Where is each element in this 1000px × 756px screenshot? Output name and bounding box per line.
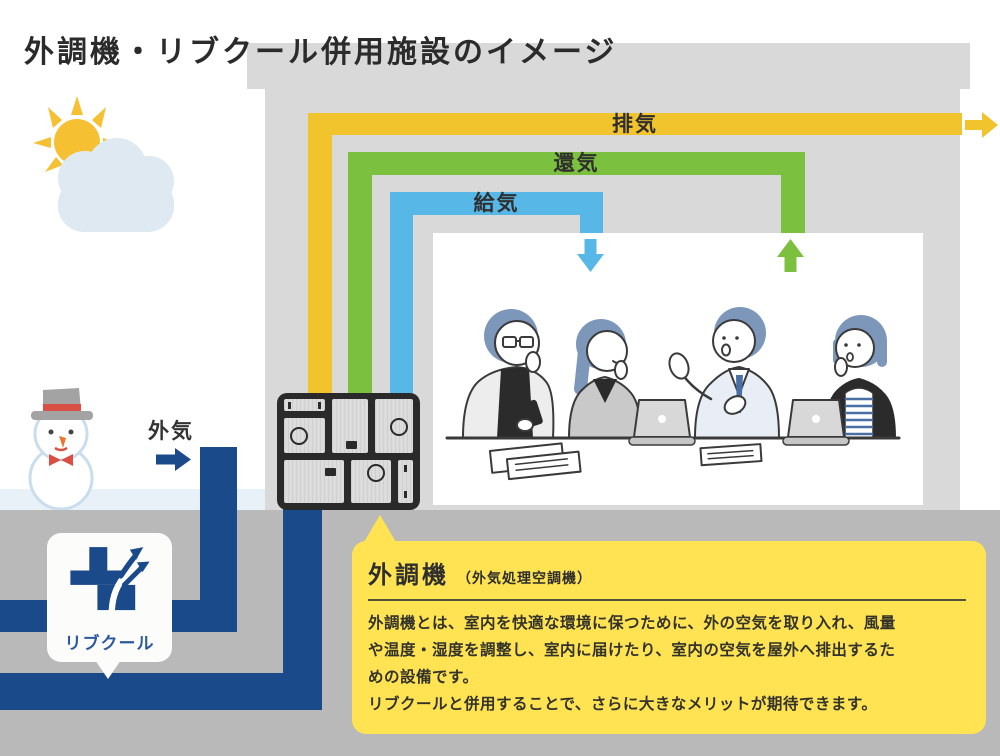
supply-duct-riser [390,215,413,397]
ahu-panel [396,458,415,505]
return-duct: 還気 [348,152,805,175]
callout-body-line: や温度・湿度を調整し、室内に届けたり、室内の空気を屋外へ排出するた [368,642,896,659]
callout-box: 外調機 （外気処理空調機） 外調機とは、室内を快適な環境に保つために、外の空気を… [352,541,986,734]
ahu-panel [282,397,327,413]
supply-duct: 給気 [390,192,603,215]
exhaust-duct-label: 排気 [612,112,658,136]
person-man-suit [668,307,780,439]
supply-down-arrow-icon [577,239,604,272]
exhaust-duct: 排気 [308,113,962,135]
papers-icon [699,443,763,467]
underground-pipe-lower [0,673,322,710]
outside-air-arrow-icon [156,448,191,471]
exhaust-duct-riser [308,135,332,397]
callout-title: 外調機 [368,562,449,589]
cloud-icon [58,138,174,232]
ahu-panel [373,397,415,455]
meeting-illustration [445,307,901,481]
ahu-panel [282,458,346,505]
ahu-panel [282,416,327,455]
page-title: 外調機・リブクール併用施設のイメージ [24,36,618,69]
return-duct-drop [781,175,805,233]
ahu-unit [277,393,420,510]
callout-body-line: 外調機とは、室内を快適な環境に保つために、外の空気を取り入れ、風量 [368,615,896,632]
return-duct-riser [348,175,372,397]
laptop-icon [782,399,850,446]
supply-duct-drop [580,215,603,233]
exhaust-out-arrow-icon [965,112,998,138]
callout-body-line: リブクールと併用することで、さらに大きなメリットが期待できます。 [368,696,878,713]
callout-divider [368,599,966,601]
supply-duct-label: 給気 [473,192,520,215]
person-man-glasses [462,309,555,439]
rivcool-bubble: リブクール [47,533,172,679]
sun-cloud-icon [33,96,174,232]
meeting-room [433,233,923,505]
callout-body-line: めの設備です。 [368,669,479,686]
snowman-icon [28,388,94,510]
ahu-panel [330,397,370,455]
person-woman-bob [824,315,896,439]
outside-air-label: 外気 [148,420,194,443]
callout-tail [364,515,396,542]
person-woman-ponytail [568,319,642,439]
rivcool-bubble-tail [95,660,121,679]
laptop-icon [628,399,696,446]
building-roof [247,43,970,89]
return-up-arrow-icon [777,239,804,272]
return-duct-label: 還気 [553,152,600,175]
callout-note: （外気処理空調機） [457,570,592,586]
papers-icon [488,442,582,481]
ahu-panel [349,458,393,505]
rivcool-label: リブクール [64,634,155,653]
rivcool-logo-icon [70,547,150,614]
